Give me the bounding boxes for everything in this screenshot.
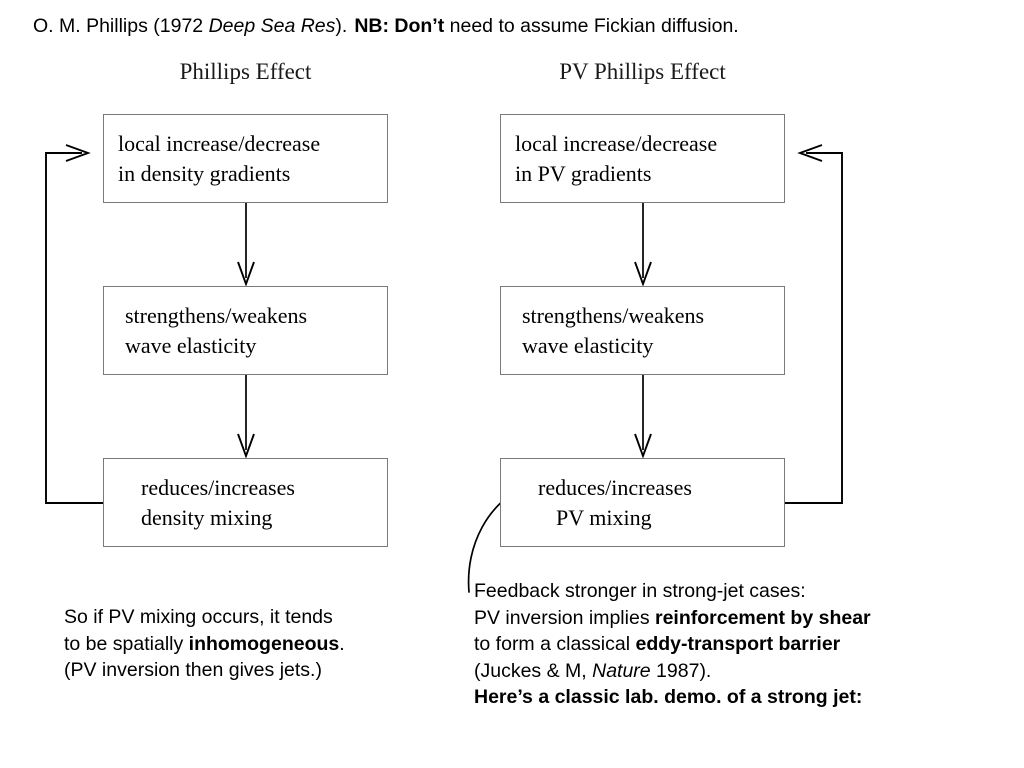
annotation-text: PV inversion implies xyxy=(474,606,655,629)
flow-box-line: wave elasticity xyxy=(125,332,257,358)
annotation-text: 1987). xyxy=(650,659,712,682)
flow-box-line: strengthens/weakens xyxy=(522,302,705,328)
flow-box-right-pv-gradients[interactable]: local increase/decrease in PV gradients xyxy=(500,114,785,203)
flow-box-line: reduces/increases xyxy=(141,474,295,500)
flow-box-line: reduces/increases xyxy=(538,474,692,500)
flow-box-line: local increase/decrease xyxy=(515,130,718,156)
caption-journal-name: Deep Sea Res xyxy=(208,15,336,37)
annotation-emphasis-reinforcement-by-shear: reinforcement by shear xyxy=(654,606,871,629)
annotation-line: to form a classical eddy-transport barri… xyxy=(474,631,871,658)
slide-caption: O. M. Phillips (1972 Deep Sea Res). NB: D… xyxy=(33,14,739,38)
annotation-line: Feedback stronger in strong-jet cases: xyxy=(474,580,806,602)
annotation-text: to form a classical xyxy=(474,633,636,655)
caption-citation-close: ). xyxy=(335,15,348,37)
annotation-text: to be spatially xyxy=(64,632,189,655)
column-heading-phillips-effect: Phillips Effect xyxy=(179,59,312,84)
flow-box-left-density-gradients[interactable]: local increase/decrease in density gradi… xyxy=(103,114,388,203)
caption-nb-label: NB: Don’t xyxy=(354,15,445,37)
arrow-right-top-to-middle xyxy=(634,203,652,287)
flow-box-line: strengthens/weakens xyxy=(125,302,308,328)
annotation-text: (Juckes & M, xyxy=(474,659,593,682)
flow-box-right-pv-mixing[interactable]: reduces/increases PV mixing xyxy=(500,458,785,547)
annotation-line: (Juckes & M, Nature 1987). xyxy=(474,658,871,685)
annotation-pv-mixing-inhomogeneous: So if PV mixing occurs, it tends to be s… xyxy=(64,604,345,684)
feedback-loop-right xyxy=(785,144,843,504)
caption-citation-text: O. M. Phillips (1972 xyxy=(33,15,209,37)
annotation-emphasis-inhomogeneous: inhomogeneous xyxy=(188,632,340,655)
flow-box-line: wave elasticity xyxy=(522,332,654,358)
annotation-line: to be spatially inhomogeneous. xyxy=(64,631,345,658)
arrow-right-middle-to-bottom xyxy=(634,375,652,459)
arrow-left-middle-to-bottom xyxy=(237,375,255,459)
annotation-journal-nature: Nature xyxy=(592,659,651,682)
annotation-emphasis-eddy-transport-barrier: eddy-transport barrier xyxy=(635,633,841,655)
arrow-left-top-to-middle xyxy=(237,203,255,287)
feedback-loop-left xyxy=(45,144,103,504)
flow-box-line: PV mixing xyxy=(556,504,652,530)
flow-box-left-wave-elasticity[interactable]: strengthens/weakens wave elasticity xyxy=(103,286,388,375)
annotation-text: . xyxy=(339,632,345,655)
annotation-line: PV inversion implies reinforcement by sh… xyxy=(474,605,871,632)
flow-box-line: density mixing xyxy=(141,504,273,530)
annotation-line: (PV inversion then gives jets.) xyxy=(64,659,322,681)
flow-box-left-density-mixing[interactable]: reduces/increases density mixing xyxy=(103,458,388,547)
flow-box-line: in density gradients xyxy=(118,160,291,186)
annotation-line: So if PV mixing occurs, it tends xyxy=(64,606,333,628)
annotation-feedback-strong-jet: Feedback stronger in strong-jet cases: P… xyxy=(474,578,871,711)
flow-box-right-wave-elasticity[interactable]: strengthens/weakens wave elasticity xyxy=(500,286,785,375)
caption-nb-text: need to assume Fickian diffusion. xyxy=(444,15,739,37)
flow-box-line: local increase/decrease xyxy=(118,130,321,156)
column-heading-pv-phillips-effect: PV Phillips Effect xyxy=(559,59,726,84)
annotation-line-lab-demo: Here’s a classic lab. demo. of a strong … xyxy=(474,686,863,708)
flow-box-line: in PV gradients xyxy=(515,160,652,186)
